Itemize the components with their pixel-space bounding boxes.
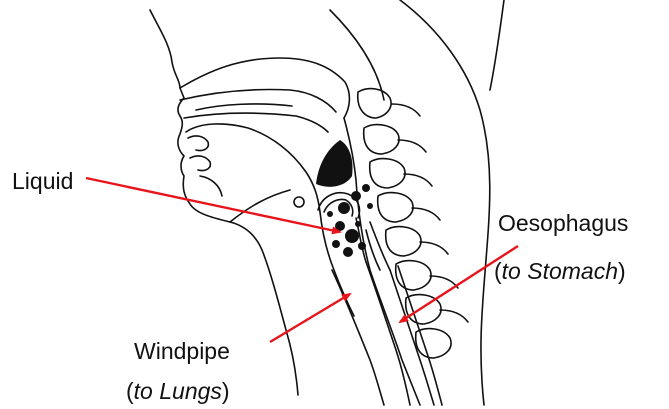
hyoid-bone — [294, 197, 304, 207]
oesophagus-label: Oesophagus — [498, 212, 628, 235]
oesophagus-sublabel: (to Stomach) — [494, 260, 626, 283]
teeth-lower — [190, 156, 210, 171]
teeth-upper — [188, 136, 208, 151]
jaw — [230, 190, 290, 222]
skull-back — [330, 10, 384, 100]
arrow-liquid — [86, 178, 340, 232]
cervical-vertebrae — [358, 89, 468, 358]
neck-back — [400, 0, 490, 405]
nasal-cavity — [180, 58, 349, 118]
liquid-label: Liquid — [12, 170, 73, 193]
hard-palate — [184, 113, 328, 132]
pharynx-wall — [344, 118, 420, 405]
tongue — [186, 124, 320, 212]
windpipe-label: Windpipe — [134, 340, 230, 363]
windpipe-sublabel: (to Lungs) — [126, 380, 230, 403]
